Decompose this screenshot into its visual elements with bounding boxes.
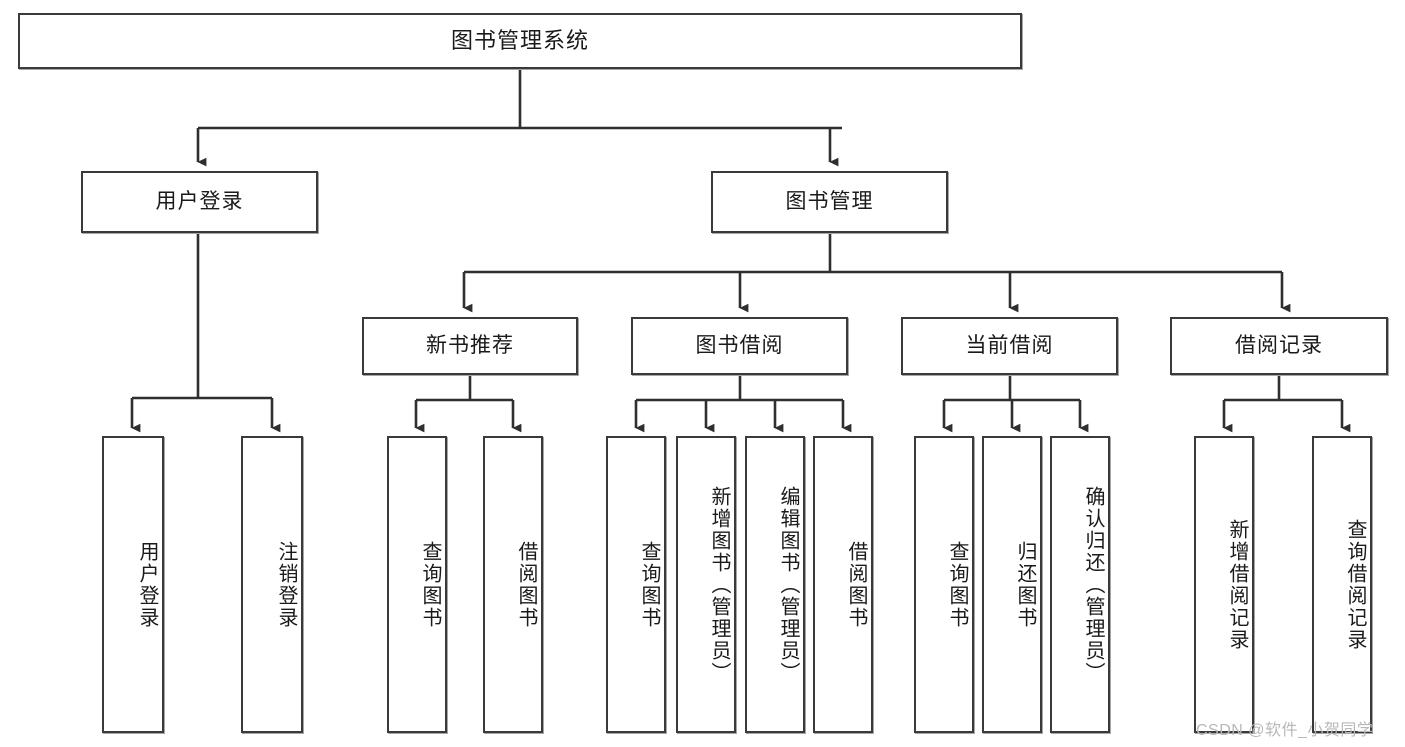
node-borrow-record[interactable]: 借阅记录 bbox=[1170, 317, 1388, 375]
node-new-book-recommend-label: 新书推荐 bbox=[426, 334, 514, 358]
leaf-current-borrow-return-label: 归还图书 bbox=[1014, 540, 1036, 629]
leaf-current-borrow-return[interactable]: 归还图书 bbox=[982, 436, 1042, 733]
leaf-user-login-logout-label: 注销登录 bbox=[275, 540, 297, 629]
leaf-borrow-record-add[interactable]: 新增借阅记录 bbox=[1194, 436, 1254, 733]
leaf-current-borrow-query[interactable]: 查询图书 bbox=[914, 436, 974, 733]
leaf-current-borrow-confirm-label: 确认归还（管理员） bbox=[1082, 485, 1104, 684]
node-current-borrow[interactable]: 当前借阅 bbox=[901, 317, 1118, 375]
node-root[interactable]: 图书管理系统 bbox=[18, 13, 1022, 69]
leaf-borrow-record-query-label: 查询借阅记录 bbox=[1344, 518, 1366, 651]
leaf-current-borrow-confirm[interactable]: 确认归还（管理员） bbox=[1050, 436, 1110, 733]
leaf-book-borrow-lend[interactable]: 借阅图书 bbox=[813, 436, 873, 733]
leaf-book-borrow-lend-label: 借阅图书 bbox=[845, 540, 867, 629]
node-current-borrow-label: 当前借阅 bbox=[965, 334, 1054, 358]
node-user-login-label: 用户登录 bbox=[155, 190, 244, 214]
leaf-book-borrow-add-label: 新增图书（管理员） bbox=[708, 485, 730, 684]
node-book-borrow[interactable]: 图书借阅 bbox=[631, 317, 848, 375]
leaf-book-borrow-edit[interactable]: 编辑图书（管理员） bbox=[745, 436, 805, 733]
node-book-management-label: 图书管理 bbox=[785, 190, 874, 214]
node-user-login[interactable]: 用户登录 bbox=[81, 171, 318, 233]
leaf-new-book-borrow-label: 借阅图书 bbox=[515, 540, 537, 629]
leaf-book-borrow-query[interactable]: 查询图书 bbox=[606, 436, 666, 733]
node-borrow-record-label: 借阅记录 bbox=[1235, 334, 1323, 358]
leaf-user-login-logout[interactable]: 注销登录 bbox=[241, 436, 303, 733]
leaf-borrow-record-add-label: 新增借阅记录 bbox=[1226, 518, 1248, 651]
leaf-user-login-login-label: 用户登录 bbox=[136, 540, 158, 629]
leaf-book-borrow-edit-label: 编辑图书（管理员） bbox=[777, 485, 799, 684]
node-root-label: 图书管理系统 bbox=[450, 27, 589, 53]
leaf-new-book-query[interactable]: 查询图书 bbox=[387, 436, 447, 733]
leaf-book-borrow-add[interactable]: 新增图书（管理员） bbox=[676, 436, 736, 733]
leaf-book-borrow-query-label: 查询图书 bbox=[638, 540, 660, 629]
node-new-book-recommend[interactable]: 新书推荐 bbox=[362, 317, 578, 375]
leaf-new-book-borrow[interactable]: 借阅图书 bbox=[483, 436, 543, 733]
leaf-borrow-record-query[interactable]: 查询借阅记录 bbox=[1312, 436, 1372, 733]
leaf-user-login-login[interactable]: 用户登录 bbox=[102, 436, 164, 733]
leaf-current-borrow-query-label: 查询图书 bbox=[946, 540, 968, 629]
node-book-borrow-label: 图书借阅 bbox=[695, 334, 784, 358]
leaf-new-book-query-label: 查询图书 bbox=[419, 540, 441, 629]
node-book-management[interactable]: 图书管理 bbox=[711, 171, 948, 233]
